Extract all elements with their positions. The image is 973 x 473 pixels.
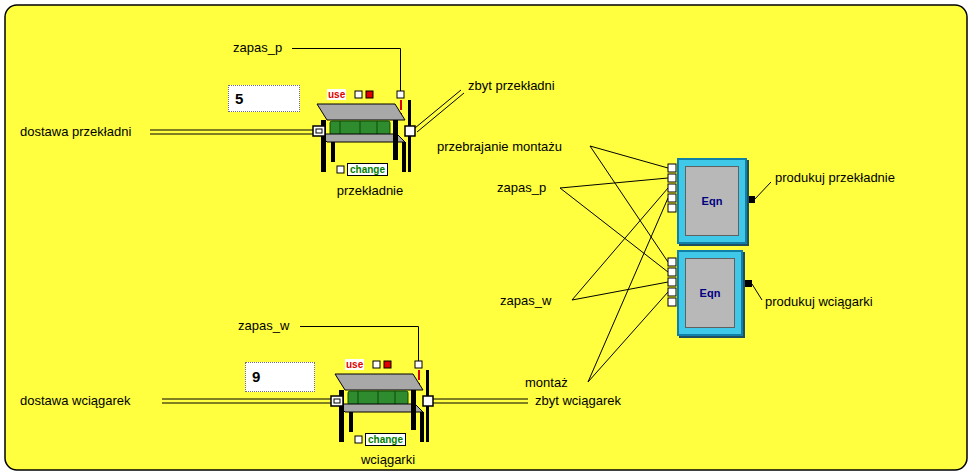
connection-name: dostawa przekładni — [20, 124, 131, 139]
block-name: przekładnie — [337, 183, 404, 198]
parameter-field: 9 — [245, 362, 315, 392]
connection-name: zbyt przekładni — [468, 78, 555, 93]
connection-name: produkuj przekładnie — [775, 170, 895, 185]
connection-name: zapas_p — [233, 40, 282, 55]
connection-wires — [150, 49, 771, 404]
connection-name: montaż — [525, 375, 568, 390]
connection-name: przebrajanie montażu — [437, 139, 562, 154]
equation-block: Eqn — [677, 250, 743, 336]
block-text: Eqn — [700, 287, 721, 299]
connection-name: zbyt wciągarek — [535, 393, 621, 408]
equation-block: Eqn — [677, 158, 747, 244]
block-text: 5 — [235, 90, 243, 107]
resource-pool-block: use change przekładnie — [305, 86, 423, 200]
resource-pool-block: use change wciągarki — [323, 356, 441, 468]
parameter-field: 5 — [228, 85, 300, 112]
connection-name: dostawa wciągarek — [20, 393, 131, 408]
connection-name: zapas_w — [500, 293, 551, 308]
port-label: use — [327, 89, 346, 100]
equation-face: Eqn — [685, 166, 739, 236]
connection-name: zapas_p — [497, 180, 546, 195]
equation-face: Eqn — [685, 258, 735, 328]
resource-pool-icon — [313, 91, 415, 173]
port-label: use — [345, 359, 364, 370]
block-text: 9 — [252, 368, 260, 385]
block-name: wciągarki — [361, 452, 415, 467]
connection-name: zapas_w — [238, 318, 289, 333]
block-text: Eqn — [702, 195, 723, 207]
port-label: change — [365, 433, 406, 446]
connection-name: produkuj wciągarki — [765, 294, 873, 309]
input-ports — [668, 164, 676, 306]
resource-pool-icon — [331, 361, 433, 443]
port-label: change — [347, 163, 388, 176]
worksheet-ground — [5, 5, 967, 470]
